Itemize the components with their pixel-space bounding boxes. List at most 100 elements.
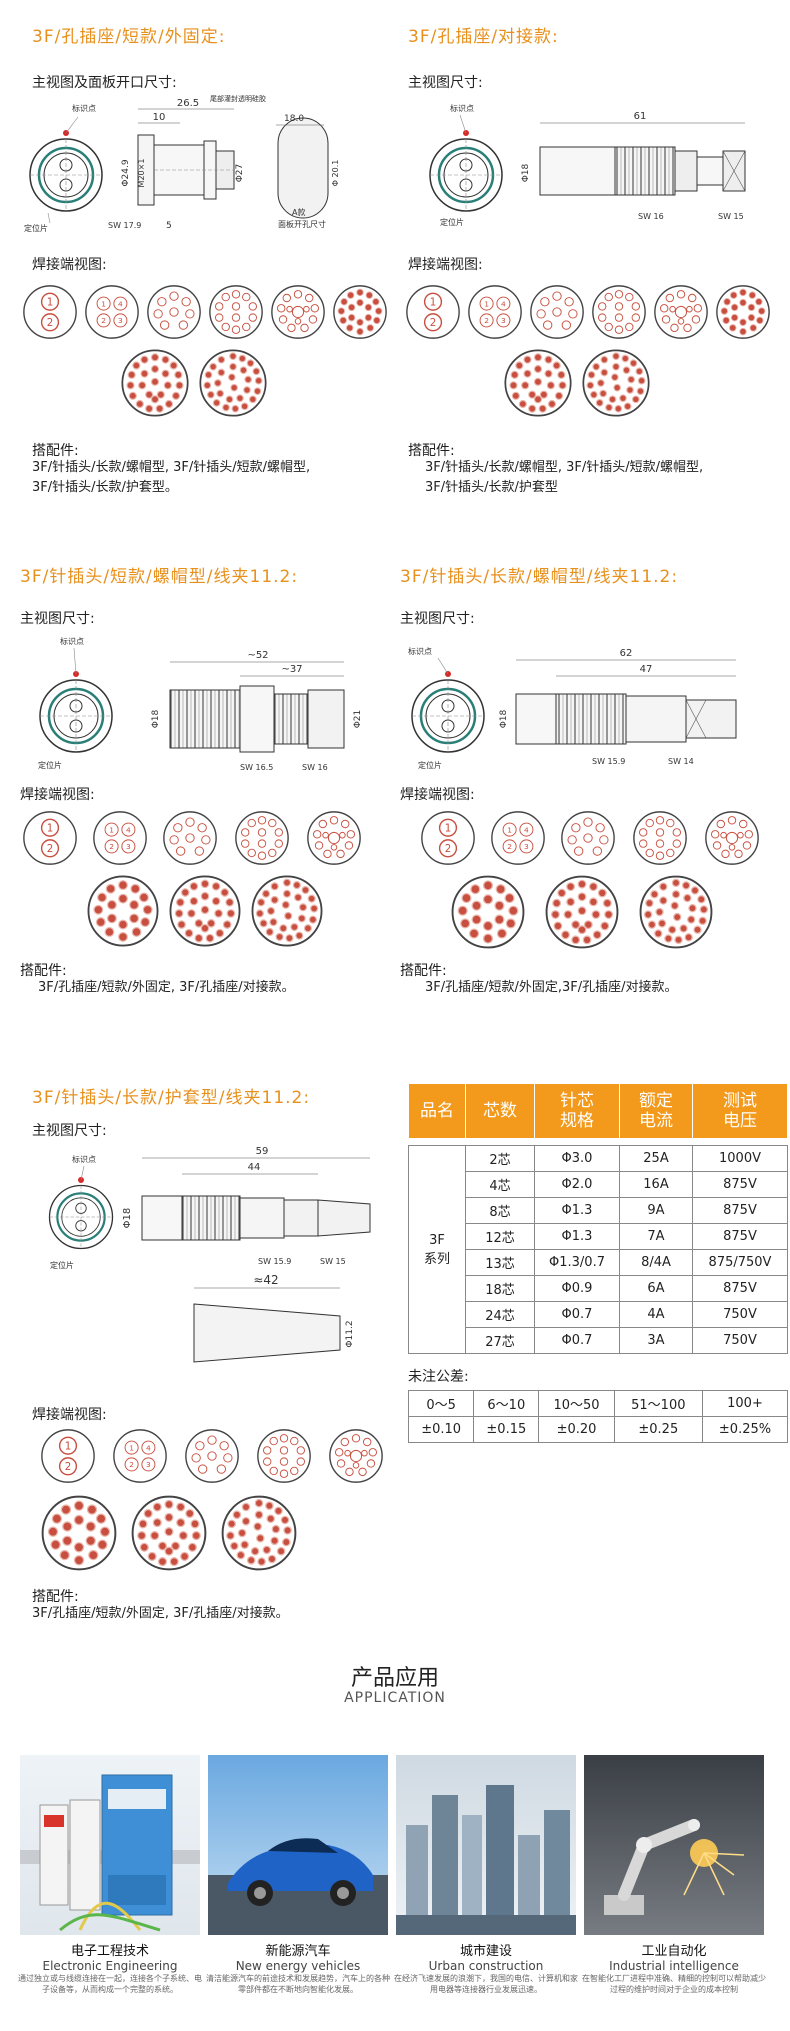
- robot-arm-icon: [604, 1819, 745, 1915]
- s1-dim-18: 18.0: [284, 114, 304, 124]
- tol-range: 0～5: [407, 1390, 475, 1417]
- s4-contact-4: [491, 811, 545, 865]
- spec-cell: 750V: [692, 1301, 788, 1328]
- s4-contact-13: [705, 811, 759, 865]
- app-image-electronic: [20, 1755, 200, 1935]
- s1-contact-13: [271, 285, 325, 339]
- s5-contact-18: [41, 1495, 117, 1571]
- section1-acc-label: 搭配件:: [32, 443, 79, 459]
- spec-cell: Φ3.0: [534, 1145, 620, 1172]
- s2-dim-sw16: SW 16: [638, 212, 664, 221]
- s4-contact-2: [421, 811, 475, 865]
- s4-dim-62: 62: [620, 648, 633, 659]
- s4-contact-27: [639, 875, 713, 949]
- section2-acc-line2: 3F/针插头/长款/护套型: [425, 480, 558, 495]
- spec-header-pin-text: 针芯 规格: [560, 1091, 594, 1131]
- section1-solder-views: [22, 284, 402, 438]
- section2-drawing: 标识点 定位片 61 Φ18 SW 16 SW 15: [428, 103, 746, 227]
- section1-acc-line2: 3F/针插头/长款/护套型。: [32, 480, 178, 495]
- tolerance-title: 未注公差:: [408, 1369, 469, 1385]
- section2-solder-label: 焊接端视图:: [408, 257, 483, 273]
- s3-id-point: 标识点: [60, 636, 84, 646]
- app-image-industrial: [584, 1755, 764, 1935]
- spec-cell: 9A: [619, 1197, 693, 1224]
- s4-dim-sw14: SW 14: [668, 757, 694, 766]
- section3-view-label: 主视图尺寸:: [20, 611, 95, 627]
- s1-dim-27: Φ27: [235, 164, 245, 183]
- app-en: New energy vehicles: [235, 1959, 361, 1973]
- s3-contact-2: [23, 811, 77, 865]
- s5-contact-27: [221, 1495, 297, 1571]
- spec-header-name: 品名: [408, 1083, 466, 1139]
- s5-dim-18: Φ18: [122, 1208, 133, 1229]
- spec-header-voltage: 测试 电压: [692, 1083, 788, 1139]
- app-caption-electronic: 电子工程技术 Electronic Engineering 通过独立或与线缆连接…: [15, 1940, 205, 1995]
- app-desc: 通过独立或与线缆连接在一起，连接各个子系统、电子设备等，从而构成一个完整的系统。: [18, 1974, 202, 1994]
- s5-contact-4: [113, 1429, 167, 1483]
- s2-contact-18: [716, 285, 770, 339]
- s4-locator: 定位片: [418, 760, 442, 770]
- s1-panel-a: A款: [292, 207, 305, 217]
- s1-contact-27: [199, 349, 267, 417]
- s1-dim-5: 5: [166, 221, 172, 231]
- spec-cell: Φ1.3: [534, 1223, 620, 1250]
- spec-cell: 27芯: [465, 1327, 535, 1354]
- spec-cell: 875V: [692, 1197, 788, 1224]
- s3-dim-21: Φ21: [353, 710, 363, 729]
- s2-locator: 定位片: [440, 217, 464, 227]
- spec-cell: Φ0.7: [534, 1301, 620, 1328]
- s4-contact-8: [561, 811, 615, 865]
- section2-title: 3F/孔插座/对接款:: [408, 27, 559, 47]
- spec-cell: 13芯: [465, 1249, 535, 1276]
- spec-cell: 7A: [619, 1223, 693, 1250]
- section1-acc-line1: 3F/针插头/长款/螺帽型, 3F/针插头/短款/螺帽型,: [32, 460, 311, 475]
- spec-cell: 875V: [692, 1171, 788, 1198]
- section1-solder-label: 焊接端视图:: [32, 257, 107, 273]
- spec-header-cores: 芯数: [465, 1083, 535, 1139]
- s4-contact-12: [633, 811, 687, 865]
- app-cn: 新能源汽车: [265, 1944, 331, 1959]
- s5-contact-24: [131, 1495, 207, 1571]
- s5-dim-59: 59: [256, 1146, 269, 1157]
- spec-cell: Φ2.0: [534, 1171, 620, 1198]
- s1-tail-note: 尾部灌封透明硅胶: [210, 95, 266, 103]
- s2-contact-27: [582, 349, 650, 417]
- section5-solder-views: [40, 1428, 400, 1582]
- spec-cell: 1000V: [692, 1145, 788, 1172]
- tol-value: ±0.10: [407, 1416, 475, 1443]
- tol-value: ±0.15: [473, 1416, 540, 1443]
- spec-cell: 6A: [619, 1275, 693, 1302]
- tol-range: 10～50: [538, 1390, 615, 1417]
- spec-cell: 12芯: [465, 1223, 535, 1250]
- section3-acc-label: 搭配件:: [20, 963, 67, 979]
- spec-cell: 875V: [692, 1275, 788, 1302]
- tol-range: 100+: [702, 1390, 788, 1417]
- app-cn: 工业自动化: [641, 1944, 707, 1959]
- s3-contact-4: [93, 811, 147, 865]
- spec-header-current-text: 额定 电流: [639, 1091, 673, 1131]
- spec-series-cell: 3F 系列: [408, 1145, 466, 1354]
- s1-dim-10: 10: [153, 112, 166, 123]
- section4-solder-views: [420, 810, 785, 964]
- app-caption-vehicle: 新能源汽车 New energy vehicles 清洁能源汽车的前途技术和发展…: [203, 1940, 393, 1995]
- spec-cell: 750V: [692, 1327, 788, 1354]
- section2-acc-line1: 3F/针插头/长款/螺帽型, 3F/针插头/短款/螺帽型,: [425, 460, 704, 475]
- section3-solder-label: 焊接端视图:: [20, 787, 95, 803]
- spec-header-pin: 针芯 规格: [534, 1083, 620, 1139]
- app-image-city: [396, 1755, 576, 1935]
- section5-view-label: 主视图尺寸:: [32, 1123, 107, 1139]
- s2-contact-12: [592, 285, 646, 339]
- app-en: Urban construction: [428, 1959, 544, 1973]
- s5-dim-42: ≈42: [253, 1273, 278, 1287]
- section1-drawing: 标识点 定位片 26.5 10 Φ24.9 M20×1 Φ27 SW 17.9 …: [24, 95, 340, 233]
- spec-cell: 4芯: [465, 1171, 535, 1198]
- s1-panel-cut: 面板开孔尺寸: [278, 219, 326, 229]
- section3-drawing: 标识点 定位片 ~52 ~37 Φ18 Φ21 SW 16.5 SW 16: [38, 636, 363, 772]
- spec-cell: 24芯: [465, 1301, 535, 1328]
- s1-dim-20-1: Φ 20.1: [331, 160, 340, 187]
